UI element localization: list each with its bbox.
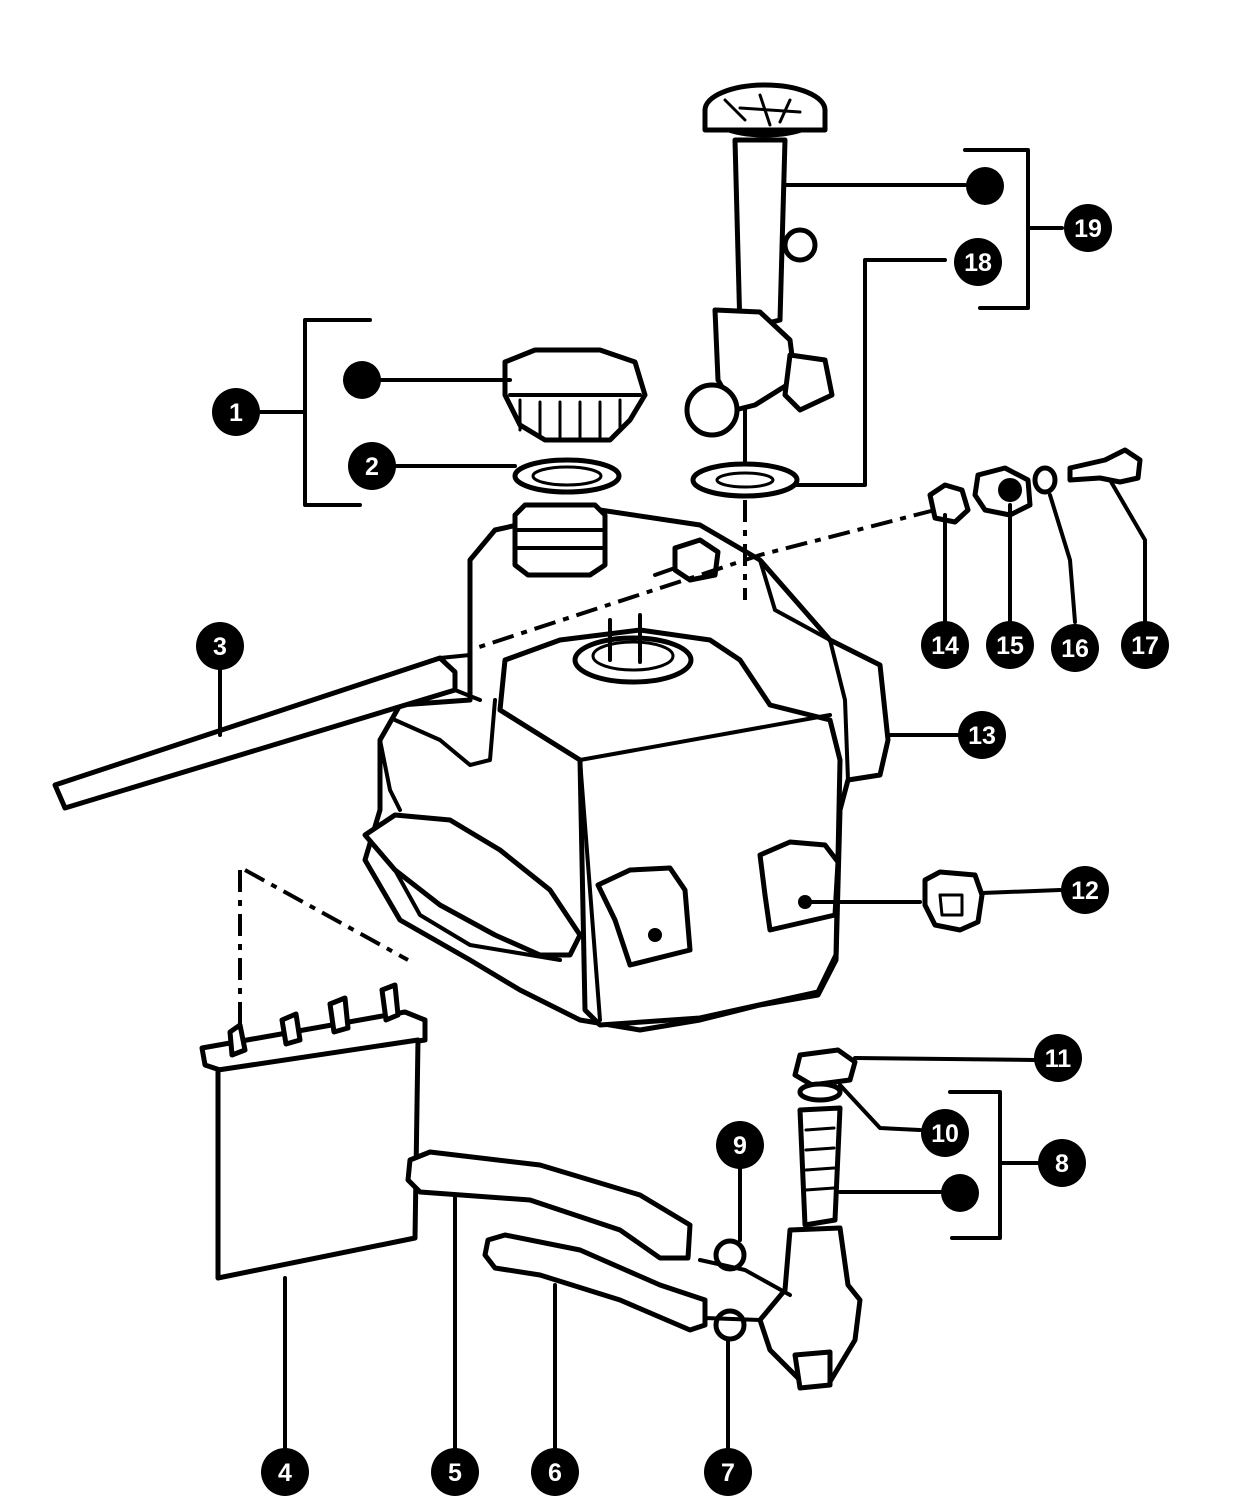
callout-circle bbox=[531, 1448, 579, 1496]
callout-3: 3 bbox=[196, 622, 244, 670]
callout-circle bbox=[716, 1121, 764, 1169]
callout-label: 17 bbox=[1131, 632, 1159, 660]
unlabeled-marker-cap bbox=[343, 361, 381, 399]
callout-circle bbox=[212, 388, 260, 436]
callout-label: 7 bbox=[721, 1459, 735, 1487]
mount-clip-part bbox=[922, 869, 985, 933]
tank-body bbox=[362, 502, 891, 1033]
heat-shield-part bbox=[199, 982, 428, 1281]
cap-gasket-part bbox=[512, 457, 622, 495]
leader-lines bbox=[218, 148, 1147, 1452]
callout-circle bbox=[196, 622, 244, 670]
callout-label: 5 bbox=[448, 1459, 462, 1487]
callout-circle bbox=[1121, 621, 1169, 669]
callout-14: 14 bbox=[921, 621, 969, 669]
fuel-tap-part bbox=[698, 1047, 863, 1391]
unlabeled-marker-gauge bbox=[966, 167, 1004, 205]
gauge-assembly-part bbox=[684, 82, 835, 467]
callout-16: 16 bbox=[1051, 624, 1099, 672]
callout-4: 4 bbox=[261, 1448, 309, 1496]
callout-circle bbox=[1038, 1139, 1086, 1187]
callout-5: 5 bbox=[431, 1448, 479, 1496]
callout-12: 12 bbox=[1061, 866, 1109, 914]
callout-label: 19 bbox=[1074, 215, 1102, 243]
assembly-lines bbox=[238, 500, 936, 1030]
callout-label: 1 bbox=[229, 399, 243, 427]
callout-2: 2 bbox=[348, 442, 396, 490]
gauge-gasket-part bbox=[690, 461, 800, 499]
callout-10: 10 bbox=[921, 1109, 969, 1157]
callout-18: 18 bbox=[954, 238, 1002, 286]
callout-1: 1 bbox=[212, 388, 260, 436]
callout-circle bbox=[704, 1448, 752, 1496]
callout-6: 6 bbox=[531, 1448, 579, 1496]
callout-label: 8 bbox=[1055, 1150, 1069, 1178]
callout-13: 13 bbox=[958, 711, 1006, 759]
callout-11: 11 bbox=[1034, 1034, 1082, 1082]
callout-circle bbox=[954, 238, 1002, 286]
callout-label: 12 bbox=[1071, 877, 1099, 905]
callout-circle bbox=[431, 1448, 479, 1496]
callout-7: 7 bbox=[704, 1448, 752, 1496]
callout-label: 6 bbox=[548, 1459, 562, 1487]
callout-label: 10 bbox=[931, 1120, 959, 1148]
unlabeled-marker-tap bbox=[941, 1174, 979, 1212]
breather-tube-part bbox=[52, 653, 482, 811]
callout-8: 8 bbox=[1038, 1139, 1086, 1187]
fuel-hose-upper-part bbox=[405, 1149, 693, 1261]
callout-label: 16 bbox=[1061, 635, 1089, 663]
callout-circle bbox=[261, 1448, 309, 1496]
callout-label: 18 bbox=[964, 249, 992, 277]
callout-15: 15 bbox=[986, 621, 1034, 669]
callout-circle bbox=[986, 621, 1034, 669]
callout-circle bbox=[958, 711, 1006, 759]
callout-label: 11 bbox=[1045, 1045, 1072, 1073]
callout-label: 2 bbox=[365, 453, 379, 481]
callout-circle bbox=[1034, 1034, 1082, 1082]
fittings-group bbox=[927, 447, 1143, 525]
fuel-hose-lower-part bbox=[482, 1232, 708, 1333]
filler-cap-part bbox=[502, 347, 648, 443]
callout-label: 3 bbox=[213, 633, 227, 661]
callout-circle bbox=[348, 442, 396, 490]
callout-label: 13 bbox=[968, 722, 996, 750]
callout-label: 14 bbox=[931, 632, 959, 660]
callout-9: 9 bbox=[716, 1121, 764, 1169]
callout-17: 17 bbox=[1121, 621, 1169, 669]
callout-circle bbox=[921, 621, 969, 669]
callout-circle bbox=[1051, 624, 1099, 672]
callout-label: 15 bbox=[996, 632, 1024, 660]
callout-circle bbox=[1064, 204, 1112, 252]
callout-circle bbox=[1061, 866, 1109, 914]
callout-19: 19 bbox=[1064, 204, 1112, 252]
callout-label: 4 bbox=[278, 1459, 292, 1487]
callout-label: 9 bbox=[733, 1132, 747, 1160]
callout-circle bbox=[921, 1109, 969, 1157]
